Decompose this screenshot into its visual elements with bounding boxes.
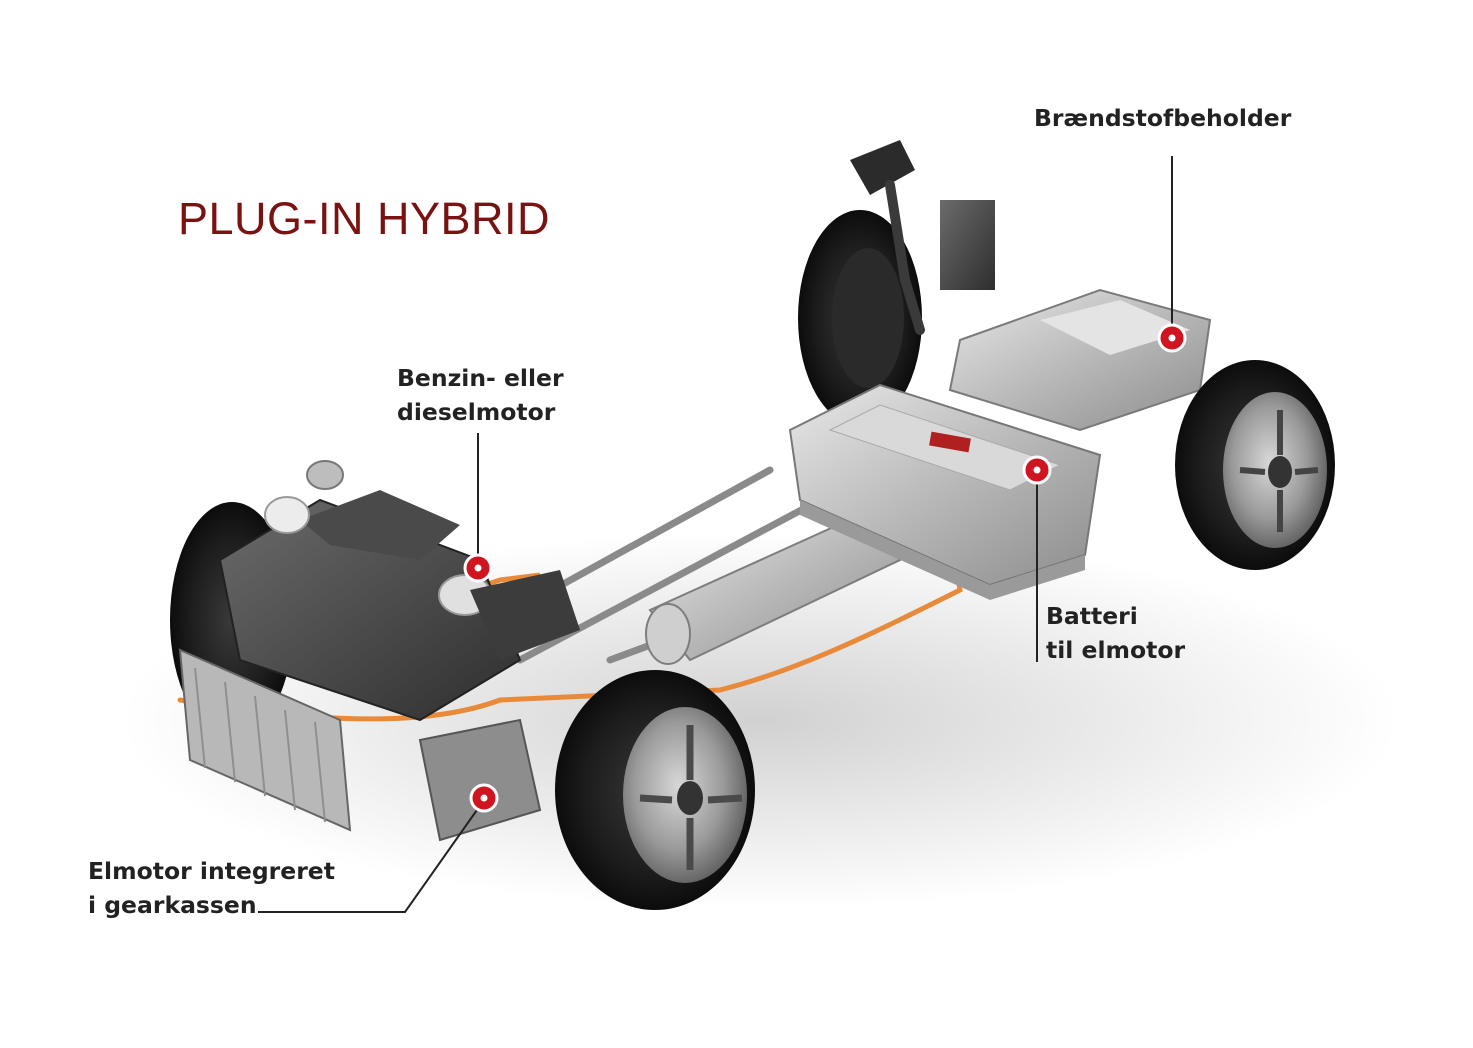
steering-assembly (850, 140, 995, 335)
marker-gearbox (469, 783, 499, 813)
leader-lines (258, 156, 1173, 913)
label-gearbox-motor: Elmotor integreret i gearkassen (88, 854, 335, 922)
engine-block (218, 460, 580, 722)
label-battery-line-2: til elmotor (1046, 636, 1186, 664)
label-battery: Batteri til elmotor (1046, 599, 1185, 667)
label-engine-line-1: Benzin- eller (397, 364, 564, 392)
radiator (178, 648, 352, 832)
marker-engine (463, 553, 493, 583)
front-right-wheel (555, 670, 755, 910)
label-engine-line-2: dieselmotor (397, 398, 556, 426)
rear-right-wheel (1175, 360, 1335, 570)
leader-gearbox (258, 799, 485, 913)
fuel-tank-shape (948, 288, 1212, 432)
rear-left-wheel (798, 210, 922, 426)
marker-tank (1157, 323, 1187, 353)
label-fuel-tank-line-1: Brændstofbeholder (1034, 104, 1292, 132)
battery-pack (788, 383, 1102, 600)
gearbox (418, 718, 542, 842)
label-gearbox-line-1: Elmotor integreret (88, 857, 335, 885)
label-gearbox-line-2: i gearkassen (88, 891, 257, 919)
label-engine: Benzin- eller dieselmotor (397, 361, 564, 429)
diagram-title: PLUG-IN HYBRID (178, 193, 551, 244)
marker-battery (1022, 455, 1052, 485)
label-battery-line-1: Batteri (1046, 602, 1138, 630)
callout-markers (463, 323, 1187, 813)
exhaust-muffler (645, 513, 902, 665)
label-fuel-tank: Brændstofbeholder (1034, 101, 1291, 135)
